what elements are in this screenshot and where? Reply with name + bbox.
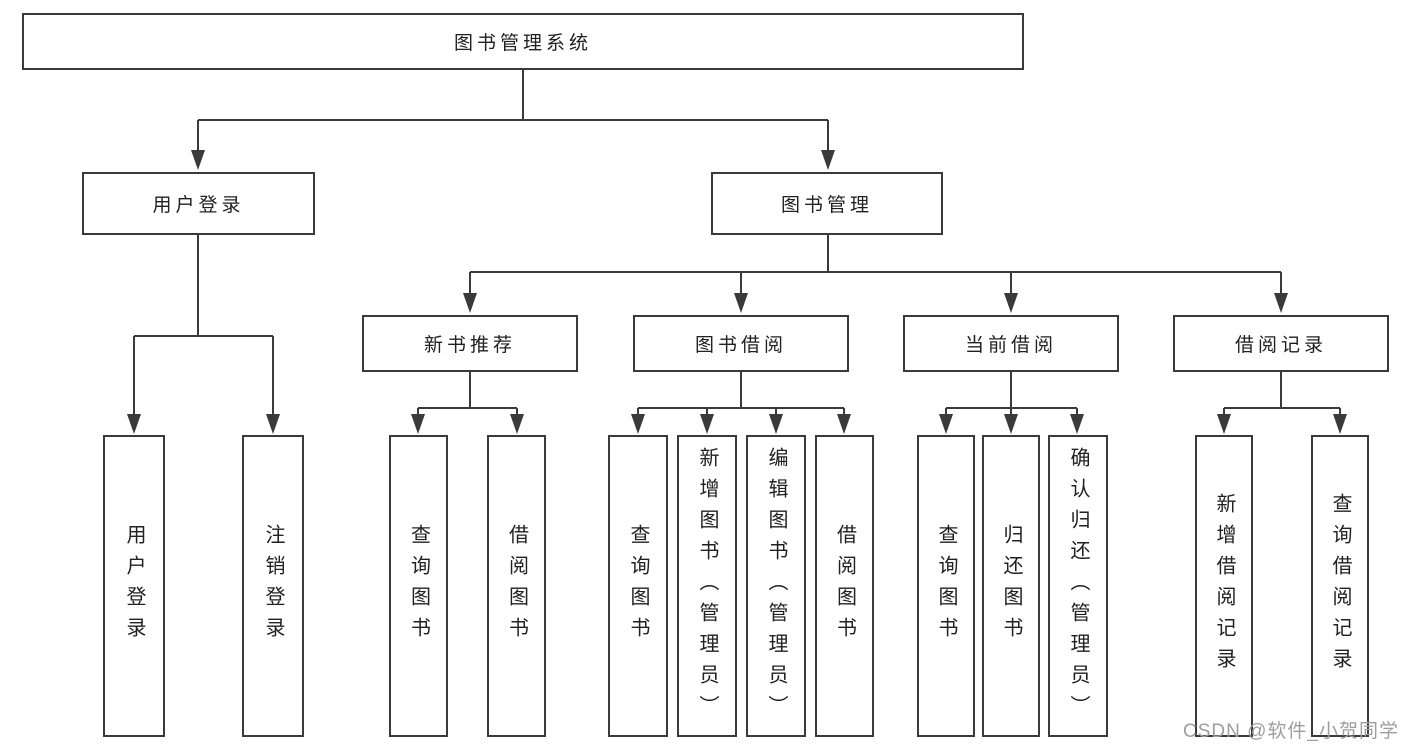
leaf-return-book: 归还图书: [982, 435, 1040, 737]
leaf-confirm-return-admin: 确认归还（管理员）: [1048, 435, 1108, 737]
node-book-management: 图书管理: [711, 172, 943, 235]
node-library-management-system: 图书管理系统: [22, 13, 1024, 70]
node-user-login: 用户登录: [82, 172, 315, 235]
leaf-query-borrow-record: 查询借阅记录: [1311, 435, 1369, 737]
leaf-add-book-admin: 新增图书（管理员）: [677, 435, 737, 737]
leaf-query-books-recommend: 查询图书: [389, 435, 448, 737]
leaf-user-login: 用户登录: [103, 435, 165, 737]
leaf-query-books-current: 查询图书: [917, 435, 975, 737]
node-label: 借阅记录: [1234, 335, 1327, 356]
node-current-borrow: 当前借阅: [903, 315, 1119, 372]
node-book-borrow: 图书借阅: [633, 315, 849, 372]
leaf-borrow-books-borrow: 借阅图书: [815, 435, 874, 737]
leaf-query-books-borrow: 查询图书: [608, 435, 668, 737]
node-label: 当前借阅: [964, 335, 1057, 356]
csdn-watermark: CSDN @软件_小贺同学: [1183, 721, 1399, 742]
node-label: 用户登录: [152, 195, 245, 216]
node-label: 图书管理系统: [453, 33, 592, 54]
node-borrow-record: 借阅记录: [1173, 315, 1389, 372]
leaf-borrow-books-recommend: 借阅图书: [487, 435, 546, 737]
leaf-logout: 注销登录: [242, 435, 304, 737]
node-label: 新书推荐: [423, 335, 516, 356]
leaf-add-borrow-record: 新增借阅记录: [1195, 435, 1253, 737]
node-label: 图书管理: [780, 195, 873, 216]
node-label: 图书借阅: [694, 335, 787, 356]
node-new-book-recommend: 新书推荐: [362, 315, 578, 372]
leaf-edit-book-admin: 编辑图书（管理员）: [746, 435, 806, 737]
